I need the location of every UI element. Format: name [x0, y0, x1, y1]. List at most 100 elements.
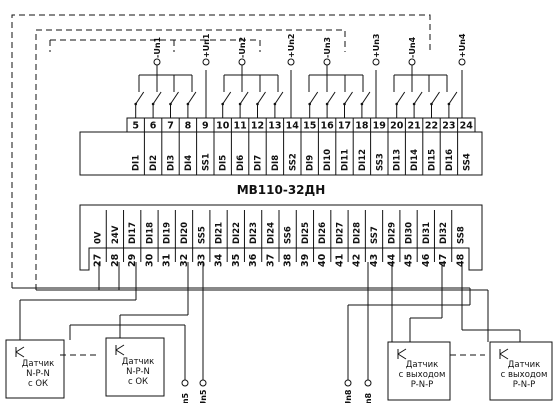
top-pin-number: 5: [132, 121, 139, 132]
bottom-pin-name: 24V: [111, 225, 121, 244]
input-switch: [169, 91, 179, 118]
top-pin-name: DI16: [445, 149, 455, 171]
top-pin-number: 14: [286, 121, 300, 132]
bottom-pin-number: 31: [162, 254, 173, 267]
bottom-wiring: [12, 262, 521, 387]
bottom-pin-name: DI32: [439, 222, 449, 244]
input-switch: [308, 91, 319, 118]
bottom-pin-number: 39: [300, 254, 311, 267]
bottom-supply-label: +Un8: [344, 389, 353, 403]
sensor-box-1: [5, 339, 65, 399]
bottom-pin-name: DI23: [249, 222, 259, 244]
bottom-pin-number: 41: [334, 254, 345, 267]
top-supply-label: -Un1: [153, 36, 162, 58]
top-pin-name: DI12: [358, 149, 368, 171]
input-switch: [412, 91, 423, 118]
bottom-pin-name: SS6: [284, 226, 294, 244]
bottom-pin-name: DI26: [318, 222, 328, 244]
top-pin-name: DI13: [393, 149, 403, 171]
bottom-pin-number: 48: [455, 253, 466, 267]
bottom-pin-name: SS7: [370, 226, 380, 244]
bottom-pin-number: 45: [404, 254, 415, 267]
top-pin-name: SS3: [375, 153, 385, 171]
top-pin-number: 8: [185, 121, 192, 132]
static-wiring: [5, 14, 553, 401]
bottom-pin-name: DI20: [180, 222, 190, 244]
top-pin-name: DI7: [254, 155, 264, 171]
bottom-pin-number: 40: [317, 253, 328, 267]
bottom-pin-number: 27: [93, 254, 104, 267]
top-pin-name: DI6: [236, 155, 246, 171]
sensor-box-4: [489, 341, 553, 401]
input-switch: [325, 91, 336, 118]
top-pin-name: DI1: [132, 155, 142, 171]
bottom-supply-label: +Un5: [199, 389, 208, 403]
sensor-label-line: N-P-N: [126, 367, 150, 377]
bottom-pin-name: DI19: [163, 222, 173, 244]
top-pin-number: 15: [303, 121, 316, 132]
top-pin-name: DI2: [149, 155, 159, 171]
top-supply-label: -Un4: [408, 36, 417, 58]
input-switch: [430, 91, 440, 118]
top-pin-name: DI9: [306, 155, 316, 171]
sensor-label-line: P-N-P: [411, 380, 434, 390]
input-switch: [256, 91, 266, 118]
bottom-terminal-block: 0V2724V28DI1729DI1830DI1931DI2032SS533DI…: [93, 210, 466, 267]
top-pin-name: DI5: [219, 155, 229, 171]
input-switch: [186, 91, 197, 118]
bottom-pin-name: DI31: [422, 222, 432, 244]
sensor-label-line: с ОК: [28, 379, 48, 389]
top-pin-number: 9: [202, 121, 209, 132]
top-pin-name: DI15: [428, 149, 438, 171]
supply-lines: [138, 58, 466, 118]
bottom-pin-number: 44: [386, 253, 397, 267]
sensor-label-line: P-N-P: [513, 380, 536, 390]
input-switch: [273, 91, 284, 118]
input-switch: [447, 91, 458, 118]
sensor-label-line: с ОК: [128, 377, 148, 387]
top-supply-label: +Un1: [202, 33, 211, 58]
top-supply-label: +Un4: [458, 33, 467, 58]
bottom-pin-name: DI22: [232, 222, 242, 244]
top-pin-name: SS1: [201, 153, 211, 171]
top-pin-number: 10: [216, 121, 230, 132]
bottom-pin-name: DI21: [215, 222, 225, 244]
bottom-pin-number: 28: [110, 253, 121, 267]
bottom-pin-number: 35: [231, 254, 242, 267]
supply-labels: -Un1+Un1-Un2+Un2-Un3+Un3-Un4+Un4-Un5+Un5…: [153, 33, 467, 403]
bottom-pin-number: 34: [214, 253, 225, 267]
bottom-pin-number: 36: [248, 253, 259, 267]
top-pin-name: SS2: [288, 153, 298, 171]
top-supply-label: -Un3: [323, 37, 332, 58]
sensor-label-line: с выходом: [501, 370, 548, 380]
bottom-pin-name: DI30: [405, 222, 415, 244]
top-pin-name: DI4: [184, 155, 194, 171]
input-switch: [343, 91, 353, 118]
top-pin-name: SS4: [462, 153, 472, 171]
top-pin-number: 21: [407, 121, 420, 132]
sensor-box-2: [105, 337, 165, 397]
upper-module-outline: [79, 117, 483, 176]
sensor-label-line: Датчик: [508, 360, 540, 370]
module-title: МВ110-32ДН: [237, 183, 326, 197]
input-switch: [360, 91, 371, 118]
top-pin-name: DI14: [410, 149, 420, 171]
top-pin-number: 18: [355, 121, 369, 132]
sensor-label-line: Датчик: [122, 357, 154, 367]
bottom-supply-label: -Un5: [181, 392, 190, 403]
bottom-supply-label: -Un8: [364, 392, 373, 403]
top-input-switches: [134, 91, 458, 118]
top-pin-name: DI3: [167, 155, 177, 171]
top-pin-number: 17: [338, 121, 351, 132]
bottom-pin-name: DI17: [128, 222, 138, 244]
bottom-pin-number: 33: [196, 254, 207, 267]
top-terminal-block: 5DI16DI27DI38DI49SS110DI511DI612DI713DI8…: [132, 118, 473, 175]
top-pin-number: 20: [390, 121, 404, 132]
sensor-box-3: [387, 341, 451, 401]
dashed-links: [11, 14, 485, 356]
input-switch: [151, 91, 162, 118]
bottom-pin-name: 0V: [94, 231, 104, 244]
top-pin-number: 16: [320, 121, 334, 132]
sensor-label-line: Датчик: [22, 359, 54, 369]
